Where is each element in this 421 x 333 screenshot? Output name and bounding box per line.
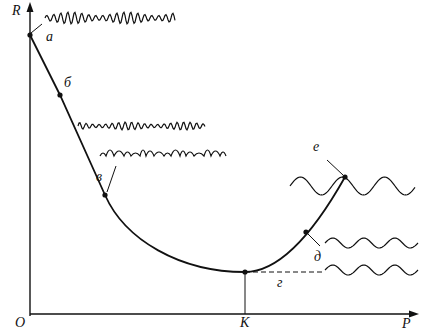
leader-line [306,232,320,246]
curve-label: г [277,276,282,290]
wave-sketches [45,12,418,275]
wave-line [325,265,418,275]
wave-line [290,177,415,195]
curve-dots [27,32,347,274]
curve [30,35,345,272]
leader-line [327,160,343,175]
axis-label: P [402,317,411,331]
curve-label: д [314,250,321,264]
curve-label: е [313,140,319,154]
dashed-line [245,272,322,273]
r-axis [29,8,30,316]
wave-line [45,12,175,24]
curve-label: б [64,76,71,90]
axis-label: O [15,316,25,330]
leader-line [107,166,116,192]
wave-line [100,150,226,156]
p-axis [30,313,412,314]
leader-line [31,24,42,33]
curve-label: а [46,30,53,44]
axis-label: K [240,316,249,330]
curve-label: в [96,170,102,184]
axis-arrow [27,2,34,12]
k-line [245,272,246,314]
wave-line [325,238,418,248]
axis-label: R [12,4,21,18]
wave-line [78,122,205,130]
